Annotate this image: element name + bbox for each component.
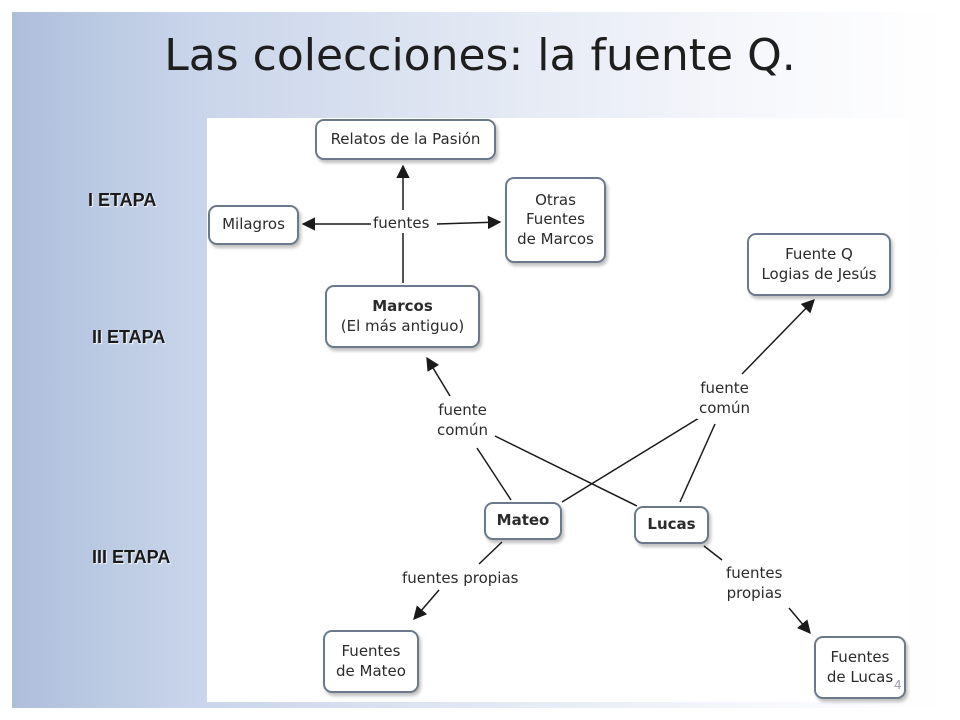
node-mateo-label: Mateo bbox=[496, 511, 550, 530]
link-label-fuente-comun-right-line1: fuente bbox=[700, 379, 749, 397]
stage-label-2: II ETAPA bbox=[92, 327, 166, 347]
node-fuentes-lucas-line1: Fuentes bbox=[830, 648, 890, 666]
link-label-fuente-comun-right-line2: común bbox=[699, 399, 751, 418]
node-milagros-label: Milagros bbox=[222, 215, 285, 234]
node-otras-line2: Fuentes bbox=[526, 210, 585, 229]
link-label-fuentes-propias-lucas-line1: fuentes bbox=[726, 564, 783, 582]
node-marcos: Marcos (El más antiguo) bbox=[325, 285, 480, 348]
node-marcos-line2: (El más antiguo) bbox=[340, 316, 465, 335]
edge-comun-left-marcos bbox=[426, 356, 451, 397]
link-label-fuentes-propias-lucas-line2: propias bbox=[726, 584, 782, 603]
link-label-fuente-comun-left-line1: fuente bbox=[438, 401, 487, 419]
node-otras-fuentes-marcos: Otras Fuentes de Marcos bbox=[505, 177, 606, 263]
node-lucas-label: Lucas bbox=[647, 515, 696, 534]
link-label-fuentes: fuentes bbox=[371, 213, 432, 234]
edge-mateo-comun-left bbox=[476, 447, 512, 501]
concept-map: Relatos de la Pasión Milagros Otras Fuen… bbox=[207, 118, 910, 702]
edge-lucas-comun-left bbox=[494, 435, 638, 507]
node-mateo: Mateo bbox=[484, 502, 562, 540]
edge-propias-fuentes-mateo bbox=[413, 589, 440, 621]
node-fuentes-mateo: Fuentes de Mateo bbox=[323, 630, 419, 693]
node-fuentes-mateo-line2: de Mateo bbox=[336, 661, 406, 680]
edge-lucas-comun-right bbox=[679, 423, 716, 503]
node-fuente-q-line1: Fuente Q bbox=[785, 245, 853, 263]
node-fuentes-lucas-line2: de Lucas bbox=[826, 667, 894, 686]
node-lucas: Lucas bbox=[634, 506, 709, 544]
link-label-fuente-comun-left-line2: común bbox=[437, 421, 489, 440]
node-milagros: Milagros bbox=[208, 205, 299, 245]
edge-fuentes-otras bbox=[436, 215, 502, 230]
node-otras-line3: de Marcos bbox=[517, 229, 594, 248]
link-label-fuentes-propias-mateo: fuentes propias bbox=[400, 568, 521, 589]
edge-lucas-propias bbox=[703, 545, 723, 561]
node-fuentes-mateo-line1: Fuentes bbox=[341, 642, 401, 660]
edge-comun-right-fuenteq bbox=[741, 299, 815, 375]
concept-map-connectors bbox=[301, 164, 815, 635]
node-relatos-pasion-label: Relatos de la Pasión bbox=[330, 129, 481, 148]
edge-mateo-propias bbox=[478, 541, 503, 565]
slide-title: Las colecciones: la fuente Q. bbox=[164, 30, 796, 81]
node-fuentes-lucas: Fuentes de Lucas bbox=[814, 636, 906, 699]
link-label-fuente-comun-left: fuente común bbox=[435, 400, 491, 441]
node-fuente-q: Fuente Q Logias de Jesús bbox=[747, 233, 891, 296]
stage-label-1: I ETAPA bbox=[88, 190, 157, 210]
link-label-fuente-comun-right: fuente común bbox=[697, 378, 753, 419]
node-otras-line1: Otras bbox=[535, 190, 576, 209]
edge-propias-fuentes-lucas bbox=[788, 607, 811, 635]
node-fuente-q-line2: Logias de Jesús bbox=[761, 264, 877, 283]
node-marcos-line1: Marcos bbox=[372, 297, 433, 315]
link-label-fuentes-propias-lucas: fuentes propias bbox=[724, 563, 785, 604]
node-relatos-pasion: Relatos de la Pasión bbox=[315, 119, 496, 160]
page-number: 4 bbox=[894, 678, 902, 692]
stage-label-3: III ETAPA bbox=[92, 547, 171, 567]
edge-mateo-comun-right bbox=[561, 417, 700, 503]
